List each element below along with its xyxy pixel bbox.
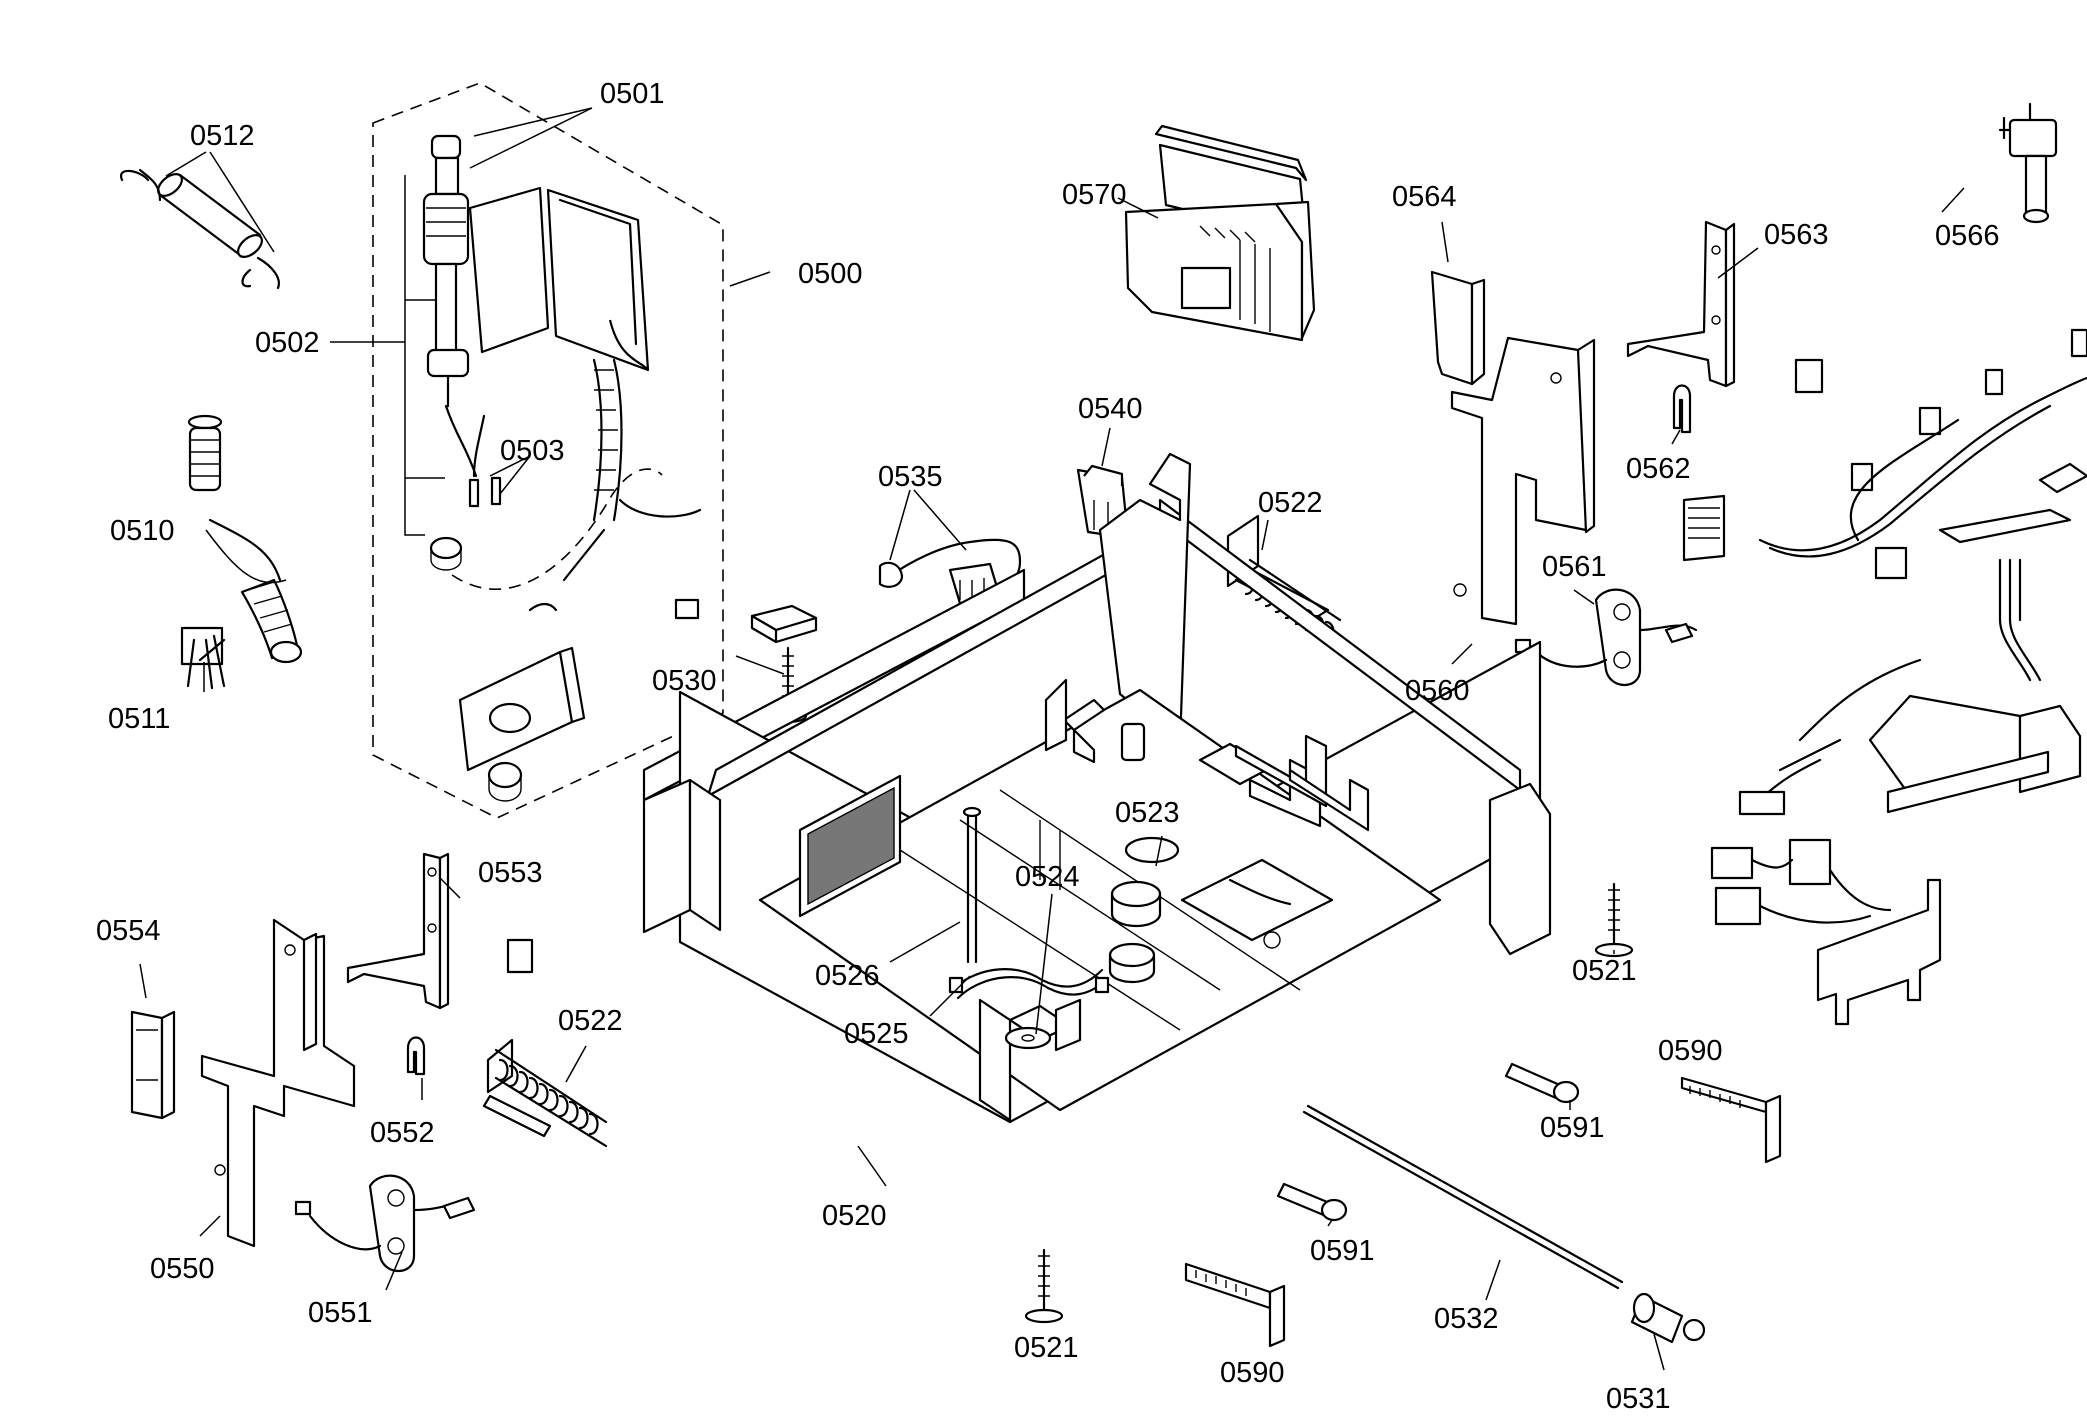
part-0590-rail-right xyxy=(1680,1076,1782,1164)
label-0591-right: 0591 xyxy=(1540,1112,1605,1144)
part-0521-screw-right xyxy=(1594,882,1634,958)
label-0590-left: 0590 xyxy=(1220,1357,1285,1389)
label-0503: 0503 xyxy=(500,435,565,467)
part-0510-hose xyxy=(187,414,303,664)
label-0523: 0523 xyxy=(1115,797,1180,829)
part-0552-clip xyxy=(406,1036,426,1076)
label-0530: 0530 xyxy=(652,665,717,697)
label-0501: 0501 xyxy=(600,78,665,110)
part-0511-clip xyxy=(180,626,226,690)
part-0560-bracket xyxy=(1450,336,1596,626)
part-0550-bracket xyxy=(200,918,356,1248)
label-0520: 0520 xyxy=(822,1200,887,1232)
label-0510: 0510 xyxy=(110,515,175,547)
label-0566: 0566 xyxy=(1935,220,2000,252)
label-0551: 0551 xyxy=(308,1297,373,1329)
part-0532-rod xyxy=(1302,1104,1624,1290)
part-wiring-harness xyxy=(1682,328,2087,1026)
label-0554: 0554 xyxy=(96,915,161,947)
part-0553-bracket xyxy=(346,852,450,1010)
label-0524: 0524 xyxy=(1015,861,1080,893)
label-0521-bottom: 0521 xyxy=(1014,1332,1079,1364)
part-0520-base xyxy=(642,452,1552,1124)
label-0531: 0531 xyxy=(1606,1383,1671,1415)
label-0521-right: 0521 xyxy=(1572,955,1637,987)
assembly-group-outline xyxy=(372,82,724,819)
part-0564-bracket xyxy=(1430,270,1486,386)
label-0532: 0532 xyxy=(1434,1303,1499,1335)
part-0591-bolt-left xyxy=(1276,1182,1348,1222)
part-0502-inlet-valve xyxy=(422,134,650,478)
part-labels: 0501 0512 0500 0502 0503 0510 0511 0570 … xyxy=(96,78,2000,1415)
leader-lines xyxy=(139,107,1965,1371)
part-0554-bracket xyxy=(130,1010,176,1120)
part-0503-wires xyxy=(429,414,663,591)
part-0512-tube xyxy=(119,168,280,290)
part-0522-spring-lower xyxy=(482,1038,608,1148)
label-0564: 0564 xyxy=(1392,181,1457,213)
part-0523-seal xyxy=(1108,836,1180,984)
label-0591-left: 0591 xyxy=(1310,1235,1375,1267)
label-0525: 0525 xyxy=(844,1018,909,1050)
part-bracket xyxy=(458,646,586,802)
label-0570: 0570 xyxy=(1062,179,1127,211)
label-0550: 0550 xyxy=(150,1253,215,1285)
label-0552: 0552 xyxy=(370,1117,435,1149)
part-0524-disc xyxy=(1004,1026,1052,1050)
label-0535: 0535 xyxy=(878,461,943,493)
part-0570-control-module xyxy=(1124,124,1316,342)
part-coiled-hose xyxy=(528,358,702,620)
part-0566-valve xyxy=(1998,102,2058,224)
label-0502: 0502 xyxy=(255,327,320,359)
label-0553: 0553 xyxy=(478,857,543,889)
part-0562-clip xyxy=(1672,384,1692,434)
small-block xyxy=(1794,358,1824,394)
label-0522-lower: 0522 xyxy=(558,1005,623,1037)
part-0591-bolt-right xyxy=(1504,1062,1580,1104)
label-0562: 0562 xyxy=(1626,453,1691,485)
part-0521-screw-bottom xyxy=(1024,1248,1064,1324)
label-0560: 0560 xyxy=(1405,675,1470,707)
part-0531-knob xyxy=(1630,1292,1706,1344)
label-0563: 0563 xyxy=(1764,219,1829,251)
label-0561: 0561 xyxy=(1542,551,1607,583)
part-0561-switch xyxy=(1514,588,1698,686)
label-0522-upper: 0522 xyxy=(1258,487,1323,519)
label-0512: 0512 xyxy=(190,120,255,152)
part-0551-switch xyxy=(294,1174,476,1272)
part-0590-rail-left xyxy=(1184,1262,1286,1348)
label-0540: 0540 xyxy=(1078,393,1143,425)
label-0590-right: 0590 xyxy=(1658,1035,1723,1067)
small-block-left xyxy=(506,938,534,974)
label-0511: 0511 xyxy=(108,703,170,735)
label-0500: 0500 xyxy=(798,258,863,290)
part-0563-bracket xyxy=(1626,220,1736,388)
label-0526: 0526 xyxy=(815,960,880,992)
